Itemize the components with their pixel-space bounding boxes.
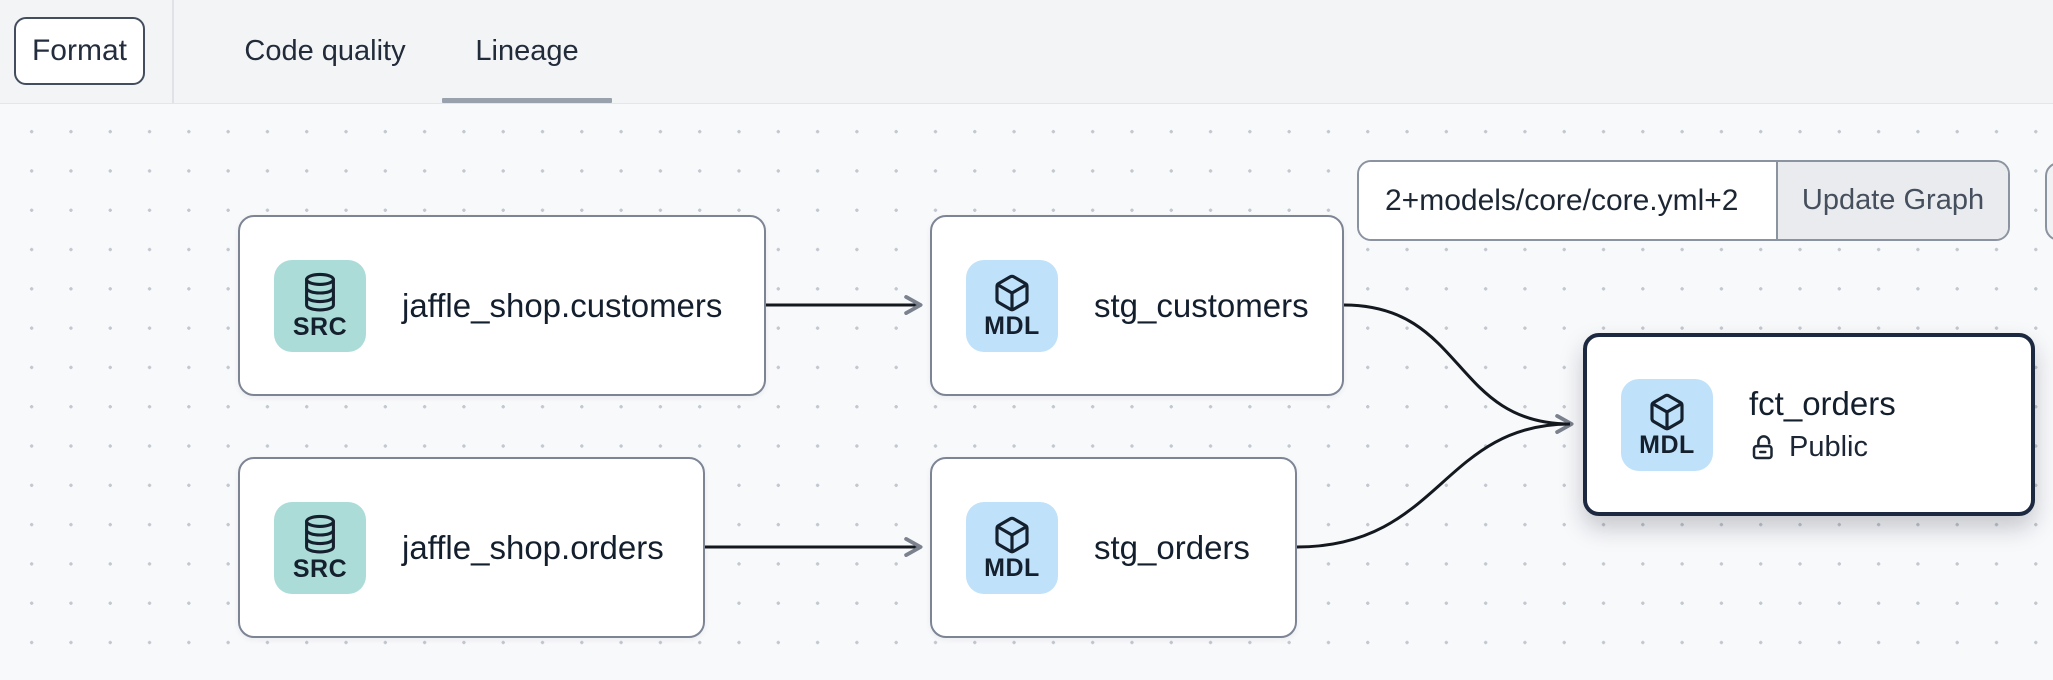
unlock-icon [1752, 434, 1773, 459]
update-graph-button[interactable]: Update Graph [1776, 162, 2008, 239]
node-type-label: SRC [292, 312, 348, 341]
editor-toolbar: Format Code quality Lineage [0, 0, 2053, 104]
graph-filter-bar: Update Graph [1357, 160, 2010, 241]
package-icon [995, 516, 1029, 553]
tab-code-quality[interactable]: Code quality [234, 0, 416, 103]
partial-button-right-edge[interactable] [2045, 162, 2053, 241]
package-icon [995, 274, 1029, 311]
lineage-node-fct-orders[interactable]: MDL fct_orders Public [1583, 333, 2035, 516]
node-label: stg_customers [1094, 286, 1309, 324]
lineage-selector-input[interactable] [1359, 162, 1776, 239]
format-button[interactable]: Format [14, 17, 145, 85]
node-label: jaffle_shop.customers [402, 286, 723, 324]
lineage-node-jaffle-shop-customers[interactable]: SRC jaffle_shop.customers [238, 215, 766, 396]
node-type-badge-source: SRC [274, 501, 366, 594]
node-type-badge-model: MDL [966, 501, 1058, 594]
node-type-badge-model: MDL [1621, 378, 1713, 471]
node-access-label: Public [1789, 431, 1868, 463]
edge-stg-orders-to-fct-orders [1296, 422, 1571, 549]
toolbar-divider [172, 0, 174, 103]
node-type-label: MDL [1639, 430, 1695, 459]
active-tab-indicator [442, 98, 612, 103]
database-icon [305, 272, 335, 311]
node-label: stg_orders [1094, 528, 1250, 566]
tab-lineage-label: Lineage [475, 35, 579, 67]
package-icon [1650, 393, 1684, 430]
tab-lineage[interactable]: Lineage [442, 0, 612, 103]
node-type-badge-model: MDL [966, 259, 1058, 352]
node-label: jaffle_shop.orders [402, 528, 664, 566]
tab-code-quality-label: Code quality [244, 35, 406, 67]
database-icon [305, 514, 335, 553]
node-type-label: SRC [292, 554, 348, 583]
edge-stg-customers-to-fct-orders [1343, 303, 1574, 434]
node-access-row: Public [1749, 431, 1896, 464]
lineage-node-jaffle-shop-orders[interactable]: SRC jaffle_shop.orders [238, 457, 705, 638]
node-type-label: MDL [984, 553, 1040, 582]
lineage-node-stg-customers[interactable]: MDL stg_customers [930, 215, 1344, 396]
lineage-canvas[interactable]: Update Graph SRC jaffle_shop.customers M… [0, 104, 2053, 680]
node-type-badge-source: SRC [274, 259, 366, 352]
node-type-label: MDL [984, 311, 1040, 340]
node-label: fct_orders [1749, 385, 1896, 422]
lineage-node-stg-orders[interactable]: MDL stg_orders [930, 457, 1297, 638]
